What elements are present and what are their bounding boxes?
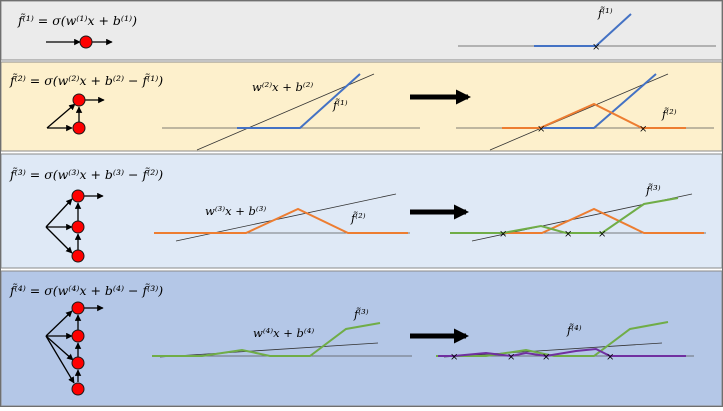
neuron-node-3 (71, 249, 85, 263)
f2-label: f̃⁽²⁾ (350, 211, 366, 225)
panel-4-output-plot: × × × × f̃⁽⁴⁾ (436, 321, 694, 363)
kink-marker-1: × (537, 124, 545, 135)
neuron-node-2 (71, 329, 85, 343)
f2-curve (154, 207, 408, 234)
neuron-node-4 (71, 382, 85, 396)
panel-2-network (46, 93, 105, 135)
panel-2-input-plot: w⁽²⁾x + b⁽²⁾ f̃⁽¹⁾ (162, 73, 420, 151)
f2-curve (502, 102, 686, 129)
panel-1-plot: × f̃⁽¹⁾ (458, 6, 716, 53)
panel-4-background (0, 270, 723, 407)
panel-2-output-plot: × × f̃⁽²⁾ (456, 73, 714, 151)
panel-3-equation: f̃⁽³⁾ = σ(w⁽³⁾x + b⁽³⁾ − f̃⁽²⁾) (9, 166, 163, 182)
f1-curve (534, 13, 632, 47)
kink-marker-3: × (542, 352, 550, 363)
neuron-node (79, 35, 93, 49)
panel-4: f̃⁽⁴⁾ = σ(w⁽⁴⁾x + b⁽⁴⁾ − f̃⁽³⁾) w⁽⁴⁾x + … (0, 270, 723, 407)
kink-marker-4: × (606, 352, 614, 363)
neuron-node-3 (71, 356, 85, 370)
f3-label: f̃⁽³⁾ (645, 183, 661, 197)
kink-marker-1: × (499, 229, 507, 240)
panel-2-equation: f̃⁽²⁾ = σ(w⁽²⁾x + b⁽²⁾ − f̃⁽¹⁾) (9, 72, 163, 88)
f3-curve (436, 321, 669, 357)
f3-label: f̃⁽³⁾ (353, 307, 369, 321)
panel-1-background (0, 0, 723, 61)
f3-curve (450, 197, 679, 234)
f2-label: f̃⁽²⁾ (661, 107, 677, 121)
neuron-node-1 (71, 189, 85, 203)
kink-marker: × (592, 42, 600, 53)
linear-line (443, 342, 663, 358)
input-arrow-4 (45, 335, 75, 384)
f3-curve (152, 322, 381, 357)
panel-3-network (45, 189, 104, 263)
panel-3-input-plot: w⁽³⁾x + b⁽³⁾ f̃⁽²⁾ (154, 193, 410, 242)
panel-2: f̃⁽²⁾ = σ(w⁽²⁾x + b⁽²⁾ − f̃⁽¹⁾) w⁽²⁾x + … (0, 61, 723, 152)
linear-label: w⁽²⁾x + b⁽²⁾ (252, 80, 313, 94)
panel-4-equation: f̃⁽⁴⁾ = σ(w⁽⁴⁾x + b⁽⁴⁾ − f̃⁽³⁾) (9, 282, 163, 298)
kink-marker-2: × (639, 124, 647, 135)
neuron-node-top (72, 93, 86, 107)
f1-curve (528, 73, 657, 129)
input-arrow-1 (45, 310, 73, 337)
panel-3-output-plot: × × × f̃⁽³⁾ (450, 183, 706, 242)
neuron-node-bottom (72, 121, 86, 135)
f1-curve (237, 73, 361, 129)
input-arrow-1 (45, 198, 73, 228)
f4-label: f̃⁽⁴⁾ (566, 323, 582, 337)
linear-line (159, 342, 379, 358)
f1-label: f̃⁽¹⁾ (597, 6, 613, 20)
kink-marker-2: × (507, 352, 515, 363)
neuron-node-1 (71, 301, 85, 315)
linear-label: w⁽⁴⁾x + b⁽⁴⁾ (253, 326, 314, 340)
neuron-node-2 (71, 220, 85, 234)
panel-1: f̃⁽¹⁾ = σ(w⁽¹⁾x + b⁽¹⁾) × f̃⁽¹⁾ (0, 0, 723, 61)
panel-2-background (0, 61, 723, 152)
panel-4-input-plot: w⁽⁴⁾x + b⁽⁴⁾ f̃⁽³⁾ (152, 307, 412, 358)
kink-marker-3: × (598, 229, 606, 240)
panel-1-network (46, 35, 113, 49)
panel-3: f̃⁽³⁾ = σ(w⁽³⁾x + b⁽³⁾ − f̃⁽²⁾) w⁽³⁾x + … (0, 153, 723, 269)
input-arrow-top (46, 103, 76, 129)
f4-curve (438, 347, 686, 358)
input-arrow-3 (45, 335, 74, 361)
panel-4-network (45, 301, 104, 396)
kink-marker-2: × (564, 229, 572, 240)
linear-label: w⁽³⁾x + b⁽³⁾ (205, 204, 266, 218)
linear-line (489, 73, 669, 151)
f2-curve (450, 207, 704, 234)
panel-1-equation: f̃⁽¹⁾ = σ(w⁽¹⁾x + b⁽¹⁾) (17, 12, 137, 28)
f1-label: f̃⁽¹⁾ (332, 98, 348, 112)
input-arrow-3 (45, 226, 73, 254)
kink-marker-1: × (450, 352, 458, 363)
